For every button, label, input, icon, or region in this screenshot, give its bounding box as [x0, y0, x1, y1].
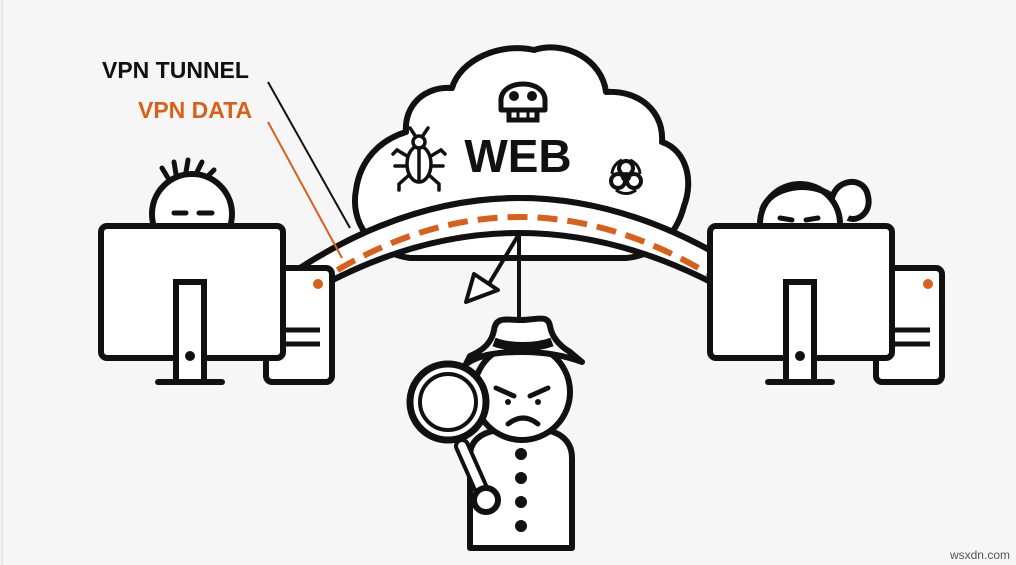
vpn-tunnel-leader	[267, 81, 351, 229]
callouts: VPN TUNNEL VPN DATA	[102, 57, 351, 259]
tunnel-inner-line	[298, 230, 742, 301]
spy-head	[471, 341, 573, 443]
spy-hat	[463, 315, 585, 367]
magnifying-glass-icon	[406, 360, 501, 515]
tunnel-outer-line-top	[298, 195, 742, 271]
web-label: WEB	[464, 130, 571, 182]
left-monitor-stand	[173, 279, 207, 385]
vpn-data-dashed-line	[310, 214, 730, 289]
tunnel-fill	[300, 198, 740, 298]
skull-icon	[498, 81, 548, 123]
biohazard-icon	[609, 158, 643, 195]
right-computer	[707, 223, 945, 385]
arrow-head-icon	[464, 272, 500, 304]
vpn-tunnel	[298, 195, 742, 301]
left-computer	[98, 223, 335, 385]
left-user-hair	[159, 157, 217, 181]
watermark: wsxdn.com	[949, 548, 1010, 562]
bug-icon	[391, 126, 447, 192]
right-user-bun	[828, 178, 872, 222]
vpn-data-label: VPN DATA	[138, 97, 252, 123]
vpn-tunnel-label: VPN TUNNEL	[102, 57, 249, 83]
vpn-data-leader	[267, 121, 343, 259]
right-monitor-stand	[783, 279, 817, 385]
snoop-arrow	[464, 232, 521, 322]
spy-character	[406, 315, 585, 551]
